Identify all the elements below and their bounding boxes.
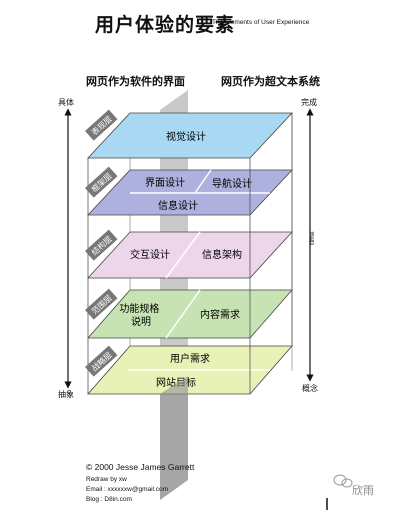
plane-scope: 功能规格 说明 内容需求	[87, 289, 293, 339]
plane-skeleton-cell-3: 信息设计	[158, 199, 198, 212]
plane-skeleton-cell-2: 导航设计	[212, 177, 252, 190]
credit-blog: Blog : D8in.com	[86, 496, 132, 503]
plane-structure: 交互设计 信息架构	[87, 231, 293, 279]
diagram-subtitle: The Elements of User Experience	[212, 19, 310, 26]
column-heading-software: 网页作为软件的界面	[86, 75, 185, 88]
watermark: 欣雨	[352, 484, 374, 497]
axis-label-concrete: 具体	[58, 98, 74, 107]
chat-bubble-icon	[333, 474, 353, 488]
diagram-title: 用户体验的要素	[95, 14, 236, 36]
axis-label-abstract: 抽象	[58, 390, 74, 399]
plane-skeleton-cell-1: 界面设计	[145, 176, 185, 189]
axis-label-conception: 概念	[302, 384, 318, 393]
axis-label-completion: 完成	[301, 98, 317, 107]
plane-surface-cell-1: 视觉设计	[166, 130, 206, 143]
divider-panel-lower	[160, 376, 188, 500]
wireframe-front	[87, 113, 293, 394]
credit-redraw: Redraw by xw	[86, 476, 127, 483]
plane-skeleton: 界面设计 导航设计 信息设计	[87, 169, 293, 216]
plane-structure-cell-2: 信息架构	[202, 248, 242, 261]
column-heading-hypertext: 网页作为超文本系统	[221, 75, 320, 88]
plane-structure-cell-1: 交互设计	[130, 248, 170, 261]
plane-surface: 视觉设计	[87, 112, 293, 159]
plane-scope-cell-2: 内容需求	[200, 308, 240, 321]
credit-email: Email : xxxxxxw@gmail.com	[86, 486, 169, 493]
plane-scope-cell-1: 功能规格 说明	[119, 302, 162, 328]
plane-strategy: 用户需求 网站目标	[87, 345, 293, 395]
copyright: © 2000 Jesse James Garrett	[86, 462, 195, 472]
plane-strategy-cell-1: 用户需求	[170, 352, 210, 365]
